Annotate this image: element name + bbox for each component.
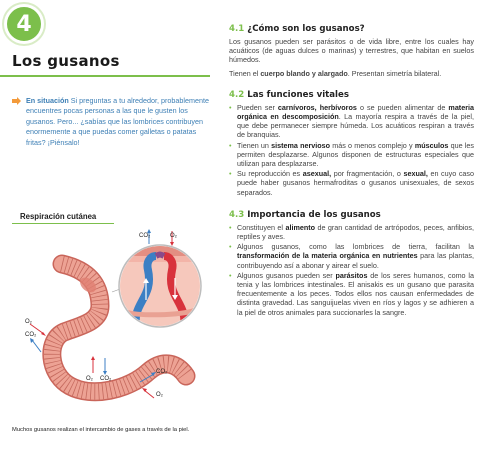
figure-title: Respiración cutánea [20, 212, 97, 221]
list-item: Pueden ser carnívoros, herbívoros o se p… [229, 103, 474, 140]
situation-lead: En situación [26, 96, 69, 105]
o2-label-left: O₂ [25, 319, 33, 325]
section-title: Importancia de los gusanos [247, 209, 381, 220]
section-title: ¿Cómo son los gusanos? [247, 24, 365, 34]
section-number: 4.1 [229, 24, 245, 34]
paragraph: Tienen el cuerpo blando y alargado. Pres… [229, 68, 442, 78]
situation-box: En situación Si preguntas a tu alrededor… [12, 96, 212, 148]
list-item: Algunos gusanos, como las lombrices de t… [229, 242, 474, 270]
list-item: Tienen un sistema nervioso más o menos c… [229, 141, 474, 169]
figure-caption: Muchos gusanos realizan el intercambio d… [12, 427, 190, 433]
situation-text: Si preguntas a tu alrededor, probablemen… [26, 96, 209, 147]
bullet-list: Constituyen el alimento de gran cantidad… [229, 223, 474, 317]
section-heading: 4.1¿Cómo son los gusanos? [229, 24, 474, 34]
skin-zoom-circle [118, 244, 202, 328]
co2-label-left: CO₂ [25, 332, 37, 338]
bullet-list: Pueden ser carnívoros, herbívoros o se p… [229, 103, 474, 197]
section-4-1: 4.1¿Cómo son los gusanos? Los gusanos pu… [229, 24, 474, 78]
section-number: 4.3 [229, 209, 245, 220]
key-term: cuerpo blando y alargado [260, 68, 348, 78]
figure-title-rule [12, 223, 114, 224]
o2-label-bottom: O₂ [86, 376, 94, 382]
earthworm-respiration-illustration: CO₂ O₂ CO₂ O₂ O₂ CO₂ CO₂ O₂ [25, 229, 202, 402]
co2-label-zoom-top: CO₂ [139, 233, 151, 239]
title-divider [0, 75, 210, 77]
arrow-right-icon [12, 97, 21, 105]
list-item: Su reproducción es asexual, por fragment… [229, 169, 474, 197]
paragraph: Los gusanos pueden ser parásitos o de vi… [229, 37, 474, 65]
o2-label-right: O₂ [156, 392, 164, 398]
list-item: Algunos gusanos pueden ser parásitos de … [229, 271, 474, 317]
section-number: 4.2 [229, 89, 245, 100]
co2-label-right: CO₂ [156, 369, 168, 375]
co2-label-bottom: CO₂ [100, 376, 112, 382]
chapter-number-badge: 4 [4, 4, 44, 44]
list-item: Constituyen el alimento de gran cantidad… [229, 223, 474, 241]
section-title: Las funciones vitales [247, 89, 349, 100]
chapter-title: Los gusanos [12, 52, 120, 70]
content-column: 4.1¿Cómo son los gusanos? Los gusanos pu… [229, 24, 474, 318]
gas-exchange-arrows [29, 229, 174, 399]
o2-label-zoom-top: O₂ [170, 233, 178, 239]
earthworm-body [42, 254, 196, 402]
